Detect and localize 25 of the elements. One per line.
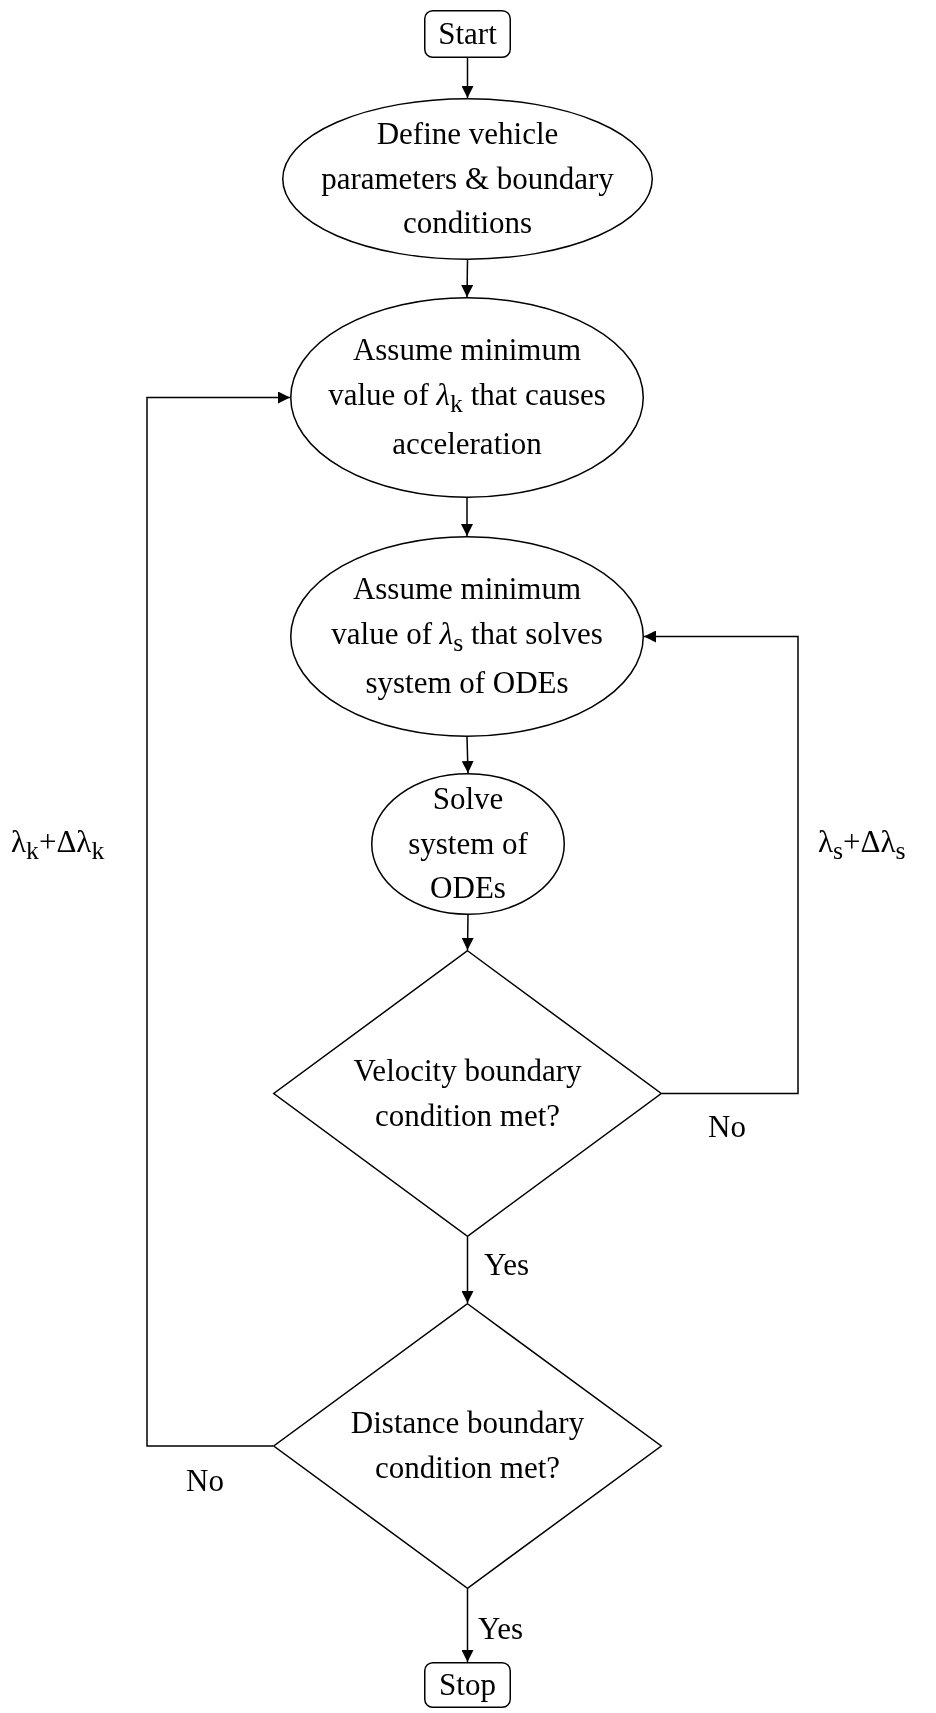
arrow — [461, 497, 473, 537]
node-label: Define vehicle parameters & boundary conditions — [320, 114, 615, 243]
process-ellipse — [290, 297, 644, 498]
decision-diamond — [273, 950, 662, 1237]
decision-diamond — [273, 1303, 662, 1589]
arrow — [461, 736, 474, 774]
terminal-box — [424, 10, 511, 58]
process-ellipse — [290, 536, 644, 737]
node-label: Assume minimum value of λ$_{s}$ that solves system of ODEs — [330, 569, 604, 703]
process-ellipse — [282, 98, 653, 260]
process-ellipse — [371, 773, 565, 915]
node-label: Start — [437, 14, 498, 53]
node-label: Stop — [438, 1665, 497, 1704]
node-label: Distance boundary condition met? — [349, 1404, 586, 1487]
arrow — [461, 1236, 474, 1304]
arrow — [643, 630, 799, 1095]
arrow — [461, 57, 474, 99]
node-label: Velocity boundary condition met? — [352, 1051, 583, 1135]
arrow — [461, 914, 474, 951]
arrow — [146, 391, 291, 1447]
terminal-box — [424, 1662, 511, 1708]
arrow — [461, 259, 474, 298]
arrow — [461, 1588, 474, 1663]
node-label: Solve system of ODEs — [407, 779, 529, 908]
node-label: Assume minimum value of λ$_{k}$ that causes acceleration — [327, 330, 607, 464]
